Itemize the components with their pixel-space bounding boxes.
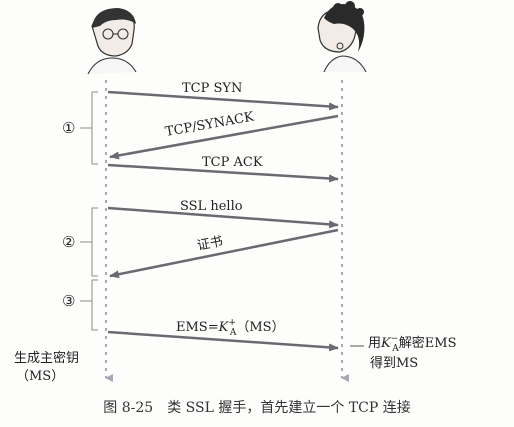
ems-label: EMS=K+A（MS） bbox=[176, 318, 285, 338]
step-1-label: ① bbox=[62, 119, 75, 137]
ems-arrow bbox=[107, 330, 339, 352]
ssl-hello-arrow bbox=[107, 206, 339, 229]
step-3-bracket bbox=[91, 279, 98, 331]
step-1-bracket bbox=[91, 91, 98, 165]
step-2-bracket bbox=[91, 207, 98, 277]
step-2-label: ② bbox=[62, 233, 75, 251]
figure-caption: 图 8-25 类 SSL 握手，首先建立一个 TCP 连接 bbox=[103, 399, 410, 416]
tcp-ack-label: TCP ACK bbox=[202, 155, 263, 170]
certificate-label: 证书 bbox=[196, 234, 224, 254]
tcp-syn-arrow bbox=[107, 90, 339, 111]
tcp-synack-label: TCP/SYNACK bbox=[164, 110, 255, 140]
male-person-icon bbox=[87, 8, 137, 75]
certificate-arrow bbox=[109, 228, 339, 279]
client-note-line2: （MS） bbox=[16, 369, 64, 384]
tcp-ack-arrow bbox=[107, 163, 339, 183]
step-3-label: ③ bbox=[62, 292, 75, 310]
ssl-hello-label: SSL hello bbox=[180, 199, 243, 214]
server-note-line1: 用K−A解密EMS bbox=[368, 334, 457, 354]
client-note-line1: 生成主密钥 bbox=[14, 350, 79, 366]
female-person-icon bbox=[317, 1, 367, 73]
server-note-line2: 得到MS bbox=[370, 355, 418, 371]
tcp-synack-arrow bbox=[109, 114, 339, 160]
tcp-syn-label: TCP SYN bbox=[182, 81, 242, 96]
